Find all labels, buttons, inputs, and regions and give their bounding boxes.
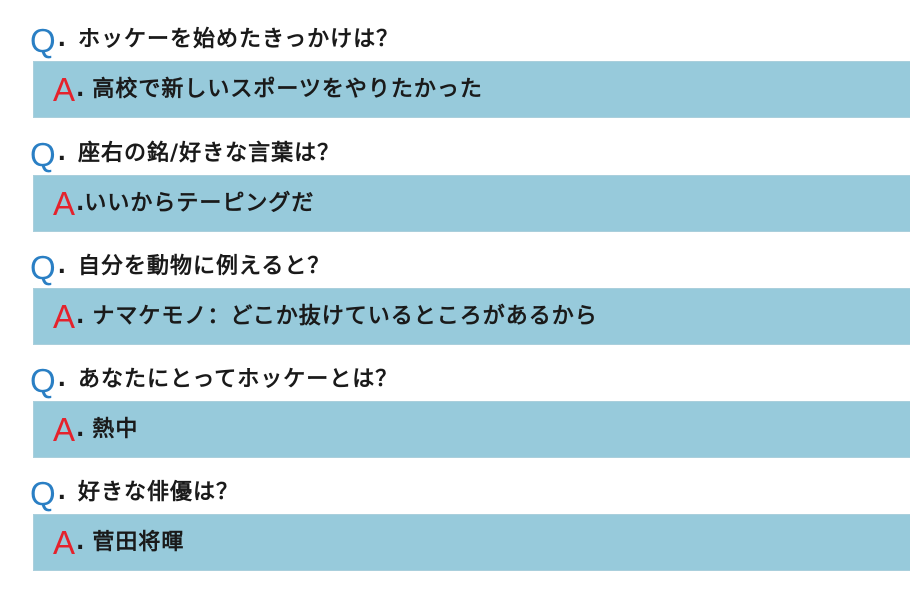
- answer-marker: A: [53, 298, 76, 335]
- question-marker: Q: [30, 474, 56, 512]
- answer-text: ナマケモノ：どこか抜けているところがあるから: [92, 303, 598, 329]
- question-text: あなたにとってホッケーとは？: [78, 367, 399, 392]
- question-row: Q . 自分を動物に例えると？: [30, 249, 330, 285]
- answer-marker-dot: .: [76, 416, 85, 442]
- answer-text: いいからテーピングだ: [84, 190, 315, 216]
- question-marker-dot: .: [57, 141, 67, 166]
- answer-text: 菅田将暉: [92, 529, 185, 555]
- question-marker: Q: [30, 361, 56, 399]
- question-row: Q . 好きな俳優は？: [30, 475, 239, 511]
- question-marker: Q: [30, 248, 56, 286]
- question-marker-dot: .: [57, 480, 67, 505]
- question-row: Q . あなたにとってホッケーとは？: [30, 362, 398, 398]
- answer-box: A . 熱中: [33, 401, 910, 458]
- question-text: 座右の銘/好きな言葉は？: [78, 141, 341, 166]
- answer-text: 熱中: [92, 416, 139, 442]
- answer-marker-dot: .: [76, 529, 85, 555]
- answer-box: A . ナマケモノ：どこか抜けているところがあるから: [33, 288, 910, 345]
- answer-box: A . いいからテーピングだ: [33, 175, 910, 232]
- answer-marker-dot: .: [76, 303, 85, 329]
- answer-box: A . 高校で新しいスポーツをやりたかった: [33, 61, 910, 118]
- question-marker-dot: .: [57, 367, 67, 392]
- question-marker-dot: .: [57, 27, 67, 52]
- answer-marker-dot: .: [76, 190, 85, 216]
- question-row: Q . ホッケーを始めたきっかけは？: [30, 22, 399, 58]
- question-marker: Q: [30, 135, 56, 173]
- answer-text: 高校で新しいスポーツをやりたかった: [92, 76, 483, 102]
- question-marker-dot: .: [57, 254, 67, 279]
- answer-marker: A: [53, 185, 76, 222]
- answer-marker: A: [53, 71, 76, 108]
- answer-marker: A: [53, 411, 76, 448]
- answer-box: A . 菅田将暉: [33, 514, 910, 571]
- question-text: ホッケーを始めたきっかけは？: [78, 27, 400, 52]
- answer-marker-dot: .: [76, 76, 85, 102]
- question-marker: Q: [30, 21, 56, 59]
- answer-marker: A: [53, 524, 76, 561]
- question-row: Q . 座右の銘/好きな言葉は？: [30, 136, 340, 172]
- question-text: 好きな俳優は？: [78, 480, 240, 505]
- question-text: 自分を動物に例えると？: [78, 254, 331, 279]
